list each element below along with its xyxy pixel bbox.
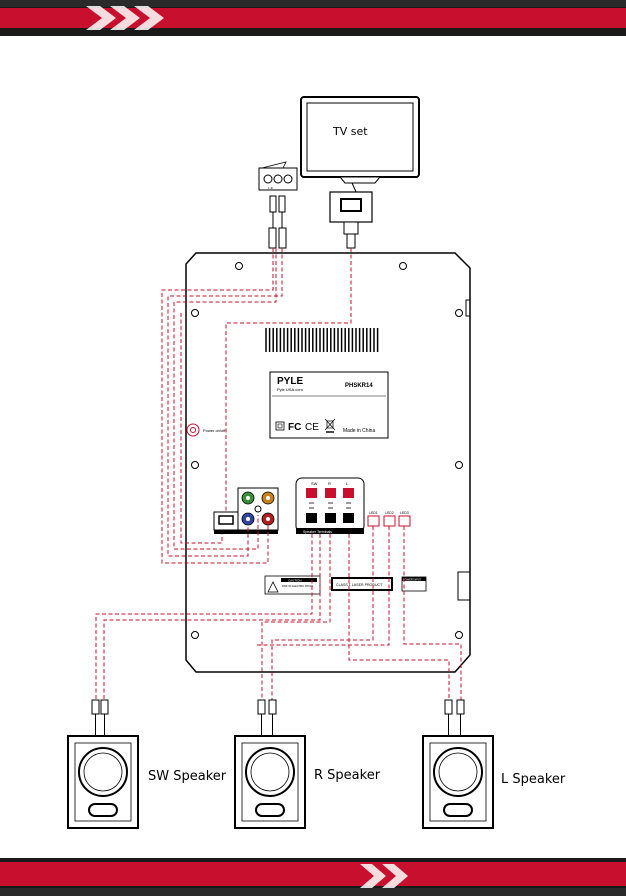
terminal-label-sw: SW bbox=[311, 481, 318, 486]
panel-made-in: Made in China bbox=[343, 428, 375, 434]
rca-plate: L R bbox=[258, 161, 298, 191]
led2-label: LED2 bbox=[385, 511, 394, 515]
tv-label: TV set bbox=[332, 125, 368, 138]
speaker-sw bbox=[67, 735, 139, 829]
speaker-l-label: L Speaker bbox=[501, 772, 566, 787]
terminal-label-r: R bbox=[328, 481, 331, 486]
laser-label: CLASS 1 LASER PRODUCT bbox=[336, 583, 383, 587]
led3-label: LED3 bbox=[400, 511, 409, 515]
speaker-r bbox=[234, 735, 306, 829]
tv-set: TV set bbox=[300, 96, 420, 184]
panel-model: PHSKR14 bbox=[345, 383, 373, 389]
terminal-label-l: L bbox=[346, 481, 349, 486]
caution-sub: RISK OF ELECTRIC SHOCK bbox=[282, 585, 314, 588]
power-spec: POWER INPUT bbox=[403, 578, 422, 582]
panel-fc: FC bbox=[288, 422, 301, 433]
header-band bbox=[0, 0, 626, 36]
hdmi-connector bbox=[329, 182, 373, 249]
weee-icon bbox=[324, 418, 336, 433]
rca-plate-label: L R bbox=[268, 186, 273, 190]
speaker-l bbox=[422, 735, 494, 829]
caution-title: CAUTION bbox=[288, 578, 302, 582]
terminal-caption: Speaker Terminals bbox=[303, 530, 332, 534]
rca-cables bbox=[268, 195, 287, 249]
panel-brand-sub: Pyle USA.com bbox=[277, 387, 303, 392]
footer-band bbox=[0, 858, 626, 896]
led1-label: LED1 bbox=[369, 511, 378, 515]
back-panel: PYLE Pyle USA.com PHSKR14 FC CE Made in … bbox=[185, 252, 471, 673]
speaker-r-label: R Speaker bbox=[314, 768, 381, 783]
dashed-wires bbox=[95, 248, 462, 700]
power-label: Power on/off bbox=[203, 428, 226, 433]
speaker-plugs bbox=[91, 699, 465, 738]
panel-brand: PYLE bbox=[277, 376, 303, 387]
speaker-sw-label: SW Speaker bbox=[148, 769, 227, 784]
panel-ce: CE bbox=[305, 422, 319, 433]
